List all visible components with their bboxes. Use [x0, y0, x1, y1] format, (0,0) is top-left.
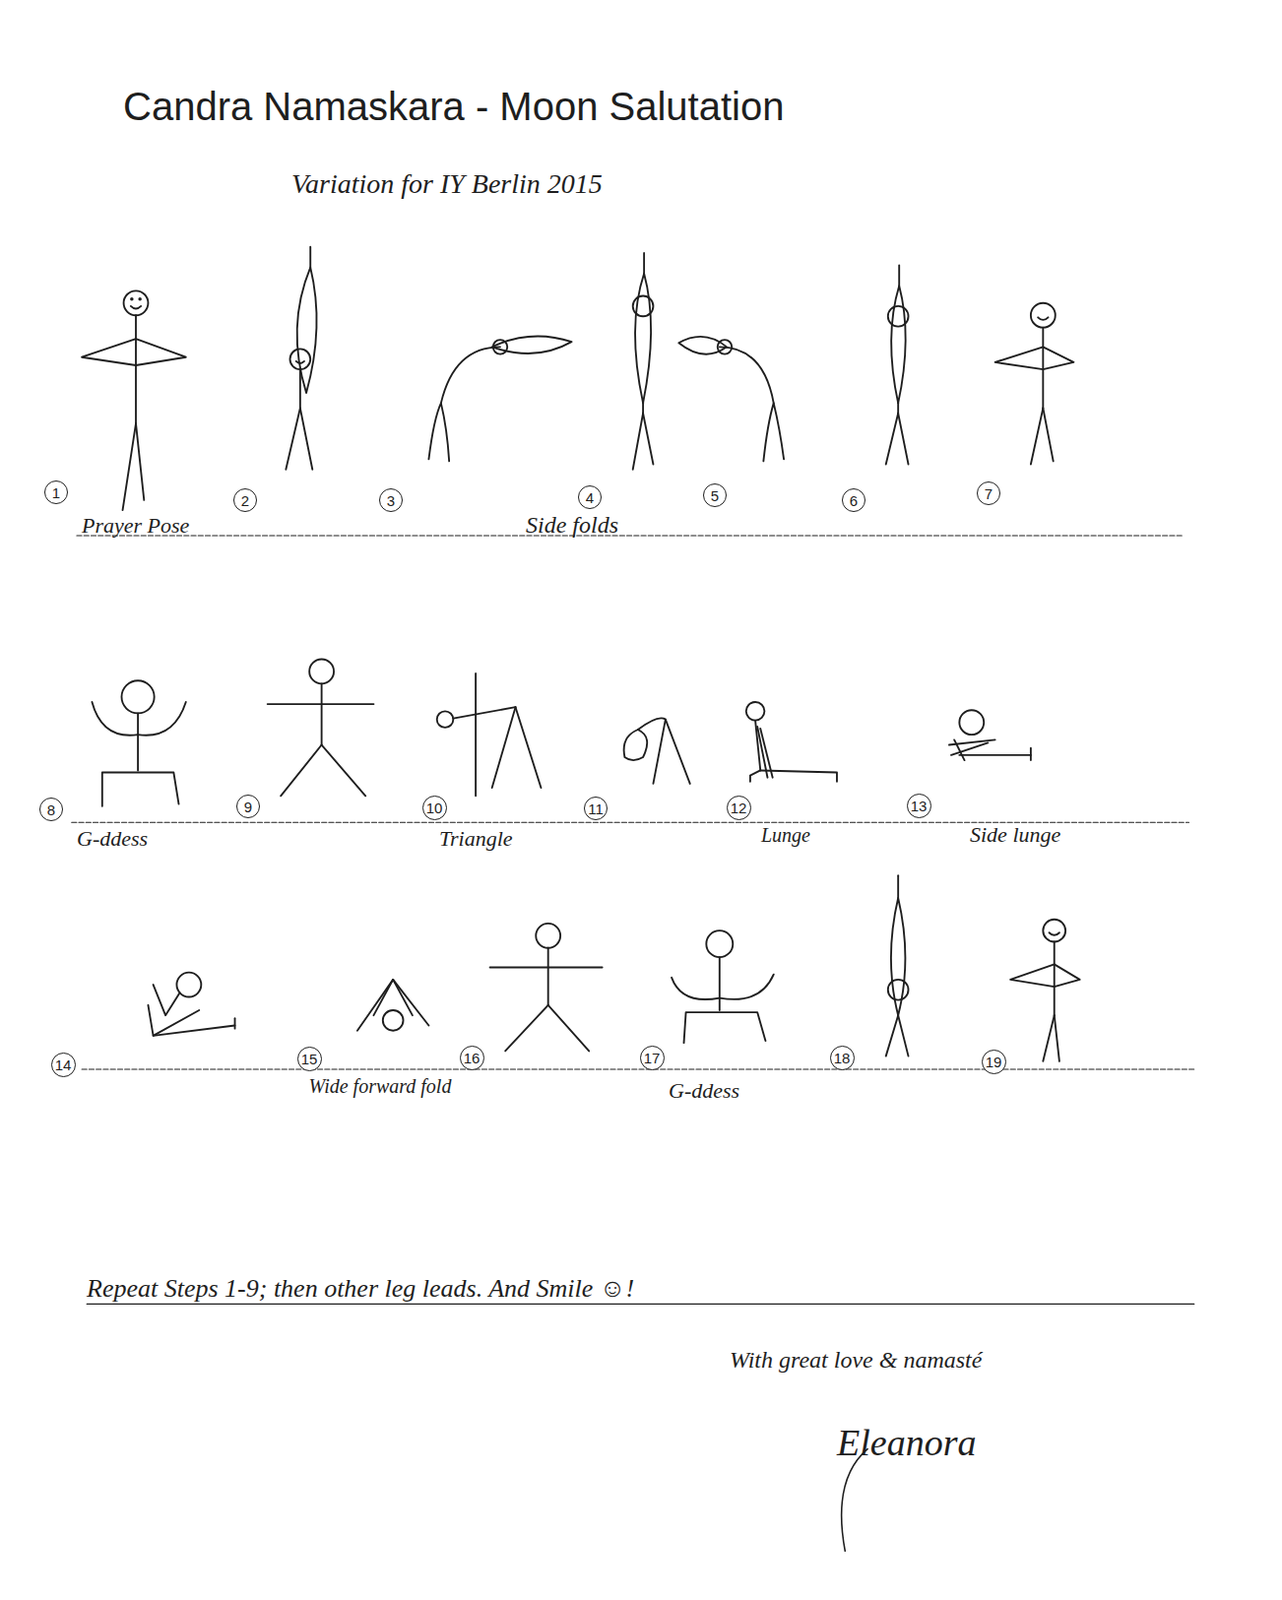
note-text: Triangle	[439, 827, 513, 851]
note-text: Side lunge	[969, 823, 1061, 847]
note-text: With great love & namasté	[729, 1346, 982, 1373]
callout-circle: 19	[981, 1049, 1007, 1075]
callout-number: 8	[47, 801, 56, 819]
callout-circle: 4	[577, 485, 602, 510]
callout-number: 1	[52, 484, 61, 502]
callout-number: 16	[463, 1049, 481, 1067]
callout-circle: 6	[841, 488, 866, 513]
callout-circle: 3	[379, 488, 403, 513]
callout-number: 11	[587, 800, 604, 818]
callout-number: 13	[910, 797, 928, 815]
note-text: Repeat Steps 1-9; then other leg leads. …	[86, 1275, 635, 1304]
callout-number: 14	[55, 1056, 72, 1074]
title: Candra Namaskara - Moon Salutation	[123, 84, 784, 129]
note-text: Variation for IY Berlin 2015	[291, 169, 603, 200]
callout-circle: 11	[583, 796, 608, 821]
note-text: G-ddess	[76, 827, 148, 851]
callout-circle: 17	[640, 1045, 665, 1071]
callout-number: 5	[710, 487, 719, 505]
note-text: G-ddess	[668, 1079, 740, 1103]
callout-circle: 13	[906, 793, 932, 819]
callout-circle: 9	[236, 794, 260, 819]
callout-circle: 18	[830, 1045, 855, 1071]
callout-circle: 14	[51, 1052, 76, 1078]
callout-number: 17	[643, 1049, 661, 1067]
note-text: Lunge	[761, 824, 811, 846]
callout-number: 18	[833, 1049, 851, 1067]
callout-number: 10	[426, 799, 444, 817]
callout-circle: 5	[703, 483, 727, 508]
callout-circle: 16	[459, 1045, 485, 1071]
callout-circle: 15	[297, 1046, 322, 1072]
note-text: Prayer Pose	[81, 513, 190, 538]
callout-number: 3	[386, 492, 395, 510]
callout-circle: 10	[422, 795, 448, 821]
callout-number: 12	[730, 799, 748, 817]
note-text: Side folds	[525, 512, 619, 538]
callout-number: 19	[985, 1053, 1003, 1071]
callout-circle: 1	[44, 480, 68, 505]
note-text: Eleanora	[836, 1422, 976, 1465]
callout-number: 7	[984, 485, 993, 503]
note-text: Wide forward fold	[306, 1075, 454, 1097]
callout-number: 15	[301, 1050, 319, 1068]
callout-circle: 12	[726, 795, 752, 821]
callout-number: 6	[849, 492, 858, 510]
callout-circle: 7	[976, 481, 1001, 506]
callout-circle: 8	[39, 797, 64, 822]
callout-number: 2	[241, 492, 250, 510]
callout-circle: 2	[233, 488, 257, 513]
callout-number: 9	[244, 798, 253, 816]
callout-number: 4	[585, 489, 594, 507]
